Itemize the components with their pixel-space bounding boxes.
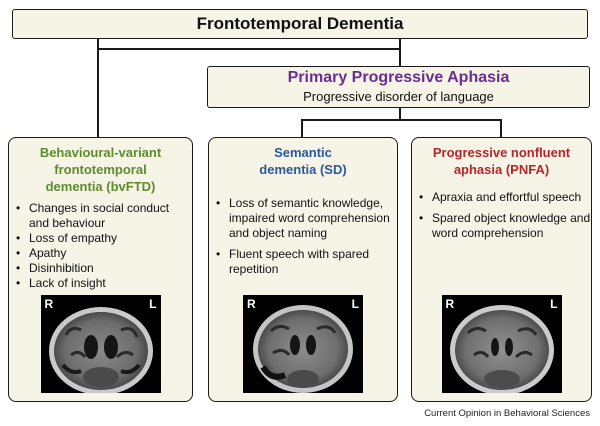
mri-left-label: L [550,297,558,311]
ppa-box: Primary Progressive Aphasia Progressive … [207,66,590,108]
brain-scan-icon [48,307,153,393]
list-item: Loss of semantic knowledge, impaired wor… [209,196,397,241]
bvftd-mri-image: R L [40,295,161,393]
pnfa-mri-image: R L [441,295,562,393]
list-item: Apraxia and effortful speech [412,190,591,205]
connector-ppa-horizontal [301,119,502,121]
connector-pnfa [500,119,502,137]
ppa-title: Primary Progressive Aphasia [287,69,510,86]
list-item: Fluent speech with spared repetition [209,247,397,277]
diagram-title: Frontotemporal Dementia [196,14,404,33]
ppa-subtitle: Progressive disorder of language [303,89,494,104]
mri-left-label: L [149,297,157,311]
mri-right-label: R [445,297,455,311]
list-item: Lack of insight [9,276,192,291]
bvftd-title: Behavioural-variant frontotemporal demen… [39,145,162,194]
bvftd-box: Behavioural-variant frontotemporal demen… [8,137,193,402]
list-item: Apathy [9,246,192,261]
brain-scan-icon [253,305,353,393]
list-item: Changes in social conduct and behaviour [9,201,192,231]
source-credit: Current Opinion in Behavioral Sciences [424,408,590,419]
connector-title-right [97,48,401,50]
pnfa-box: Progressive nonfluent aphasia (PNFA) Apr… [411,137,592,402]
list-item: Disinhibition [9,261,192,276]
bvftd-symptom-list: Changes in social conduct and behaviour … [9,201,192,291]
title-box: Frontotemporal Dementia [12,9,588,39]
connector-ppa-down [399,108,401,120]
connector-to-ppa [399,39,401,66]
sd-box: Semantic dementia (SD) Loss of semantic … [208,137,398,402]
connector-sd [301,119,303,137]
list-item: Spared object knowledge and word compreh… [412,211,591,241]
mri-right-label: R [247,297,256,311]
sd-title: Semantic dementia (SD) [259,145,347,177]
mri-left-label: L [351,297,359,311]
sd-symptom-list: Loss of semantic knowledge, impaired wor… [209,196,397,277]
connector-title-down [97,39,99,137]
list-item: Loss of empathy [9,231,192,246]
pnfa-title: Progressive nonfluent aphasia (PNFA) [432,145,571,177]
mri-right-label: R [44,297,54,311]
sd-mri-image: R L [243,295,363,393]
pnfa-symptom-list: Apraxia and effortful speech Spared obje… [412,190,591,241]
brain-scan-icon [449,305,554,393]
